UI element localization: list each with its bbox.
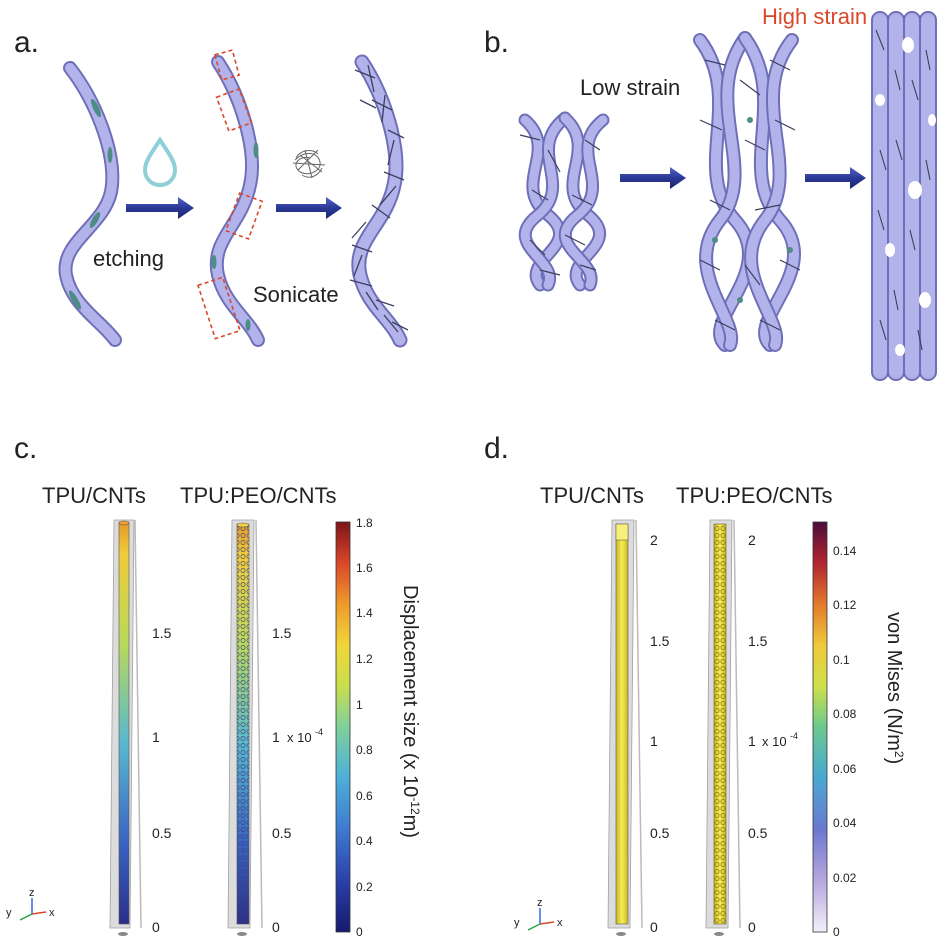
svg-text:1.5: 1.5 [272,625,292,641]
d-colorbar-label: von Mises (N/m2) [883,612,906,764]
sonicate-label: Sonicate [253,282,339,307]
svg-text:1.6: 1.6 [356,561,373,575]
svg-text:2: 2 [748,532,756,548]
svg-text:0.5: 0.5 [152,825,172,841]
d-rod-tpu-cnts [607,519,643,936]
low-strain-label: Low strain [580,75,680,100]
d-colorbar-ticks: 0.14 0.12 0.1 0.08 0.06 0.04 0.02 0 [833,544,857,939]
d-right-ticks: 2 1.5 1 0.5 0 [748,532,768,935]
svg-text:1: 1 [748,733,756,749]
d-exponent: x 10 -4 [762,731,798,749]
d-left-ticks: 2 1.5 1 0.5 0 [650,532,670,935]
network-relaxed [518,111,610,292]
arrow-low-strain [620,167,686,189]
d-right-title: TPU:PEO/CNTs [676,483,832,508]
fiber-cnt-coated [349,54,409,348]
fiber-etched [196,49,265,347]
droplet-icon [142,136,178,188]
svg-text:1.5: 1.5 [748,633,768,649]
c-exponent: x 10 -4 [287,727,323,745]
c-colorbar [335,521,351,933]
c-left-ticks: 1.5 1 0.5 0 [152,625,172,935]
svg-text:0: 0 [833,925,840,939]
svg-text:0.8: 0.8 [356,743,373,757]
svg-text:0.4: 0.4 [356,834,373,848]
svg-text:-4: -4 [315,727,323,737]
svg-text:0.08: 0.08 [833,707,857,721]
svg-text:0.04: 0.04 [833,816,857,830]
network-stretched [693,31,801,352]
d-colorbar [812,521,828,933]
svg-text:x: x [49,907,55,919]
svg-text:0.6: 0.6 [356,789,373,803]
svg-text:0.06: 0.06 [833,762,857,776]
c-left-title: TPU/CNTs [42,483,146,508]
svg-text:0: 0 [650,919,658,935]
cnt-bundle-icon [292,149,326,179]
svg-text:x: x [557,917,563,929]
c-rod-tpu-peo-cnts [227,519,263,936]
svg-text:1: 1 [356,698,363,712]
d-rod-tpu-peo-cnts [705,519,741,936]
svg-text:1.5: 1.5 [152,625,172,641]
svg-text:0.5: 0.5 [272,825,292,841]
etching-label: etching [93,246,164,271]
svg-text:0: 0 [152,919,160,935]
panel-a-label: a. [14,26,39,59]
svg-text:1.4: 1.4 [356,606,373,620]
svg-text:0.2: 0.2 [356,880,373,894]
svg-text:1: 1 [272,729,280,745]
c-rod-tpu-cnts [109,519,142,936]
svg-text:0.12: 0.12 [833,598,857,612]
svg-text:0.02: 0.02 [833,871,857,885]
svg-text:-4: -4 [790,731,798,741]
d-axes-triad: z x y [514,897,563,931]
svg-text:0: 0 [356,925,363,939]
panel-c-label: c. [14,432,37,465]
svg-text:1.2: 1.2 [356,652,373,666]
svg-text:z: z [29,887,35,899]
high-strain-label: High strain [762,4,867,29]
arrow-sonicate [276,197,342,219]
c-colorbar-ticks: 1.8 1.6 1.4 1.2 1 0.8 0.6 0.4 0.2 0 [356,516,373,939]
panel-d-label: d. [484,432,509,465]
d-left-title: TPU/CNTs [540,483,644,508]
c-right-ticks: 1.5 1 0.5 0 [272,625,292,935]
panel-b-label: b. [484,26,509,59]
svg-text:x 10: x 10 [287,730,312,745]
svg-text:2: 2 [650,532,658,548]
svg-text:z: z [537,897,543,909]
c-axes-triad: z x y [6,887,55,921]
c-colorbar-label: Displacement size (x 10-12m) [399,585,422,838]
fiber-pristine [58,61,122,347]
aligned-fibers [871,11,937,381]
svg-text:x 10: x 10 [762,734,787,749]
arrow-etching [126,197,194,219]
svg-text:1: 1 [152,729,160,745]
svg-text:y: y [6,907,12,919]
svg-text:1.8: 1.8 [356,516,373,530]
svg-text:0.5: 0.5 [650,825,670,841]
svg-text:0.1: 0.1 [833,653,850,667]
c-right-title: TPU:PEO/CNTs [180,483,336,508]
svg-text:0: 0 [272,919,280,935]
svg-text:0.5: 0.5 [748,825,768,841]
svg-text:1.5: 1.5 [650,633,670,649]
svg-text:1: 1 [650,733,658,749]
svg-text:y: y [514,917,520,929]
svg-text:0: 0 [748,919,756,935]
arrow-high-strain [805,167,866,189]
svg-text:0.14: 0.14 [833,544,857,558]
